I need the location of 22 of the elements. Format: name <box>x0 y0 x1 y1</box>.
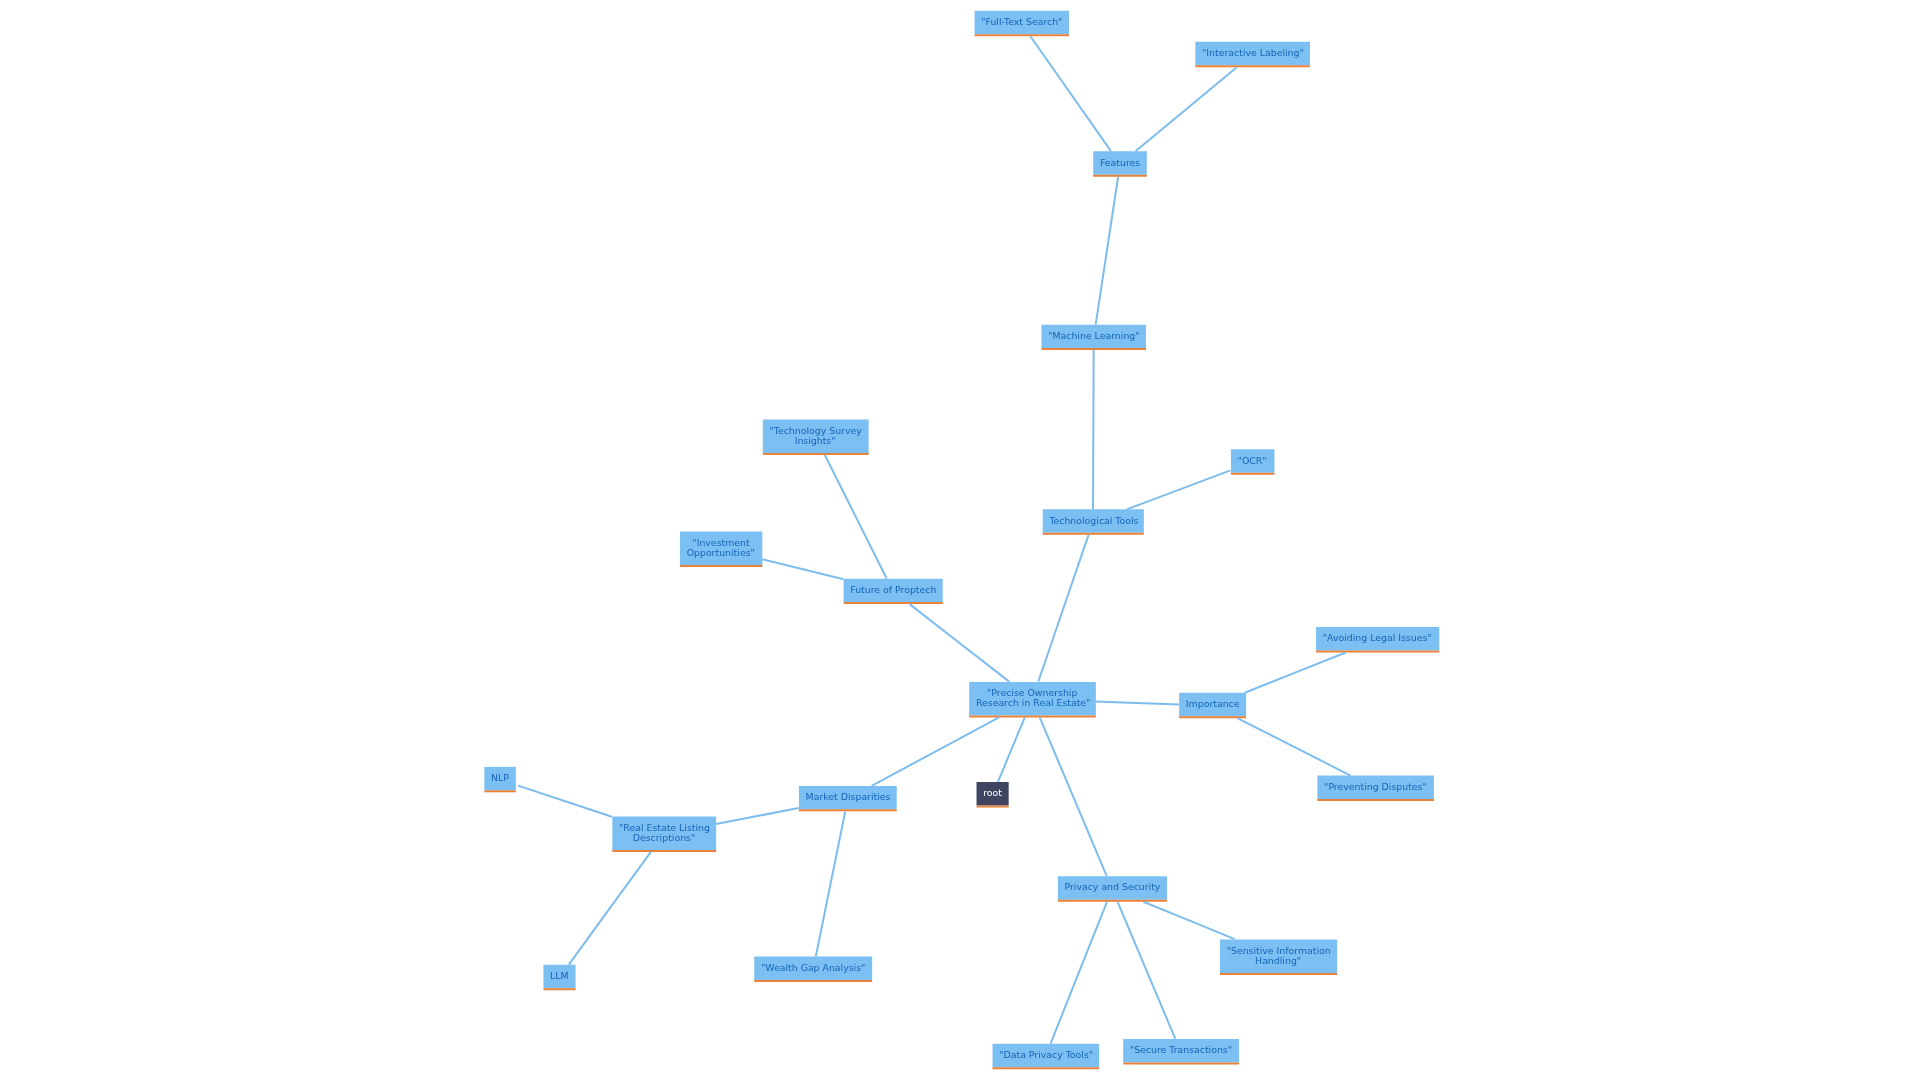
connector <box>996 716 1026 783</box>
connector <box>1029 35 1112 152</box>
connector <box>814 811 846 957</box>
connector <box>1095 700 1179 706</box>
connector <box>1049 901 1108 1044</box>
connector <box>823 454 888 579</box>
connector <box>1243 651 1346 694</box>
connector <box>870 716 999 787</box>
connector <box>517 784 612 818</box>
connector <box>761 558 844 581</box>
connector <box>1134 66 1237 153</box>
connector <box>1236 717 1351 777</box>
connector <box>908 603 1010 683</box>
connector <box>567 851 652 966</box>
connector <box>1142 900 1235 940</box>
connector <box>1125 469 1231 511</box>
connector <box>1036 534 1089 682</box>
connector <box>1091 350 1095 510</box>
connector <box>1094 176 1119 325</box>
connector <box>715 807 799 825</box>
connector <box>1116 901 1176 1040</box>
connector <box>1038 716 1108 877</box>
